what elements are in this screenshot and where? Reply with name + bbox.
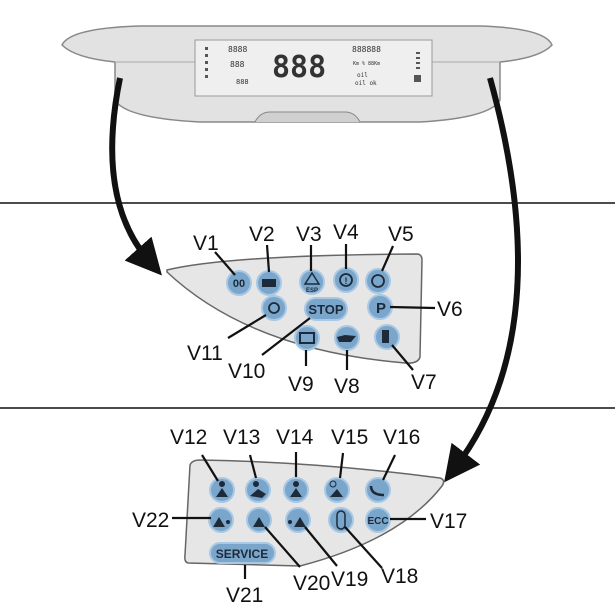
label-v1: V1 bbox=[193, 232, 219, 255]
lcd-display bbox=[194, 39, 433, 97]
label-v3: V3 bbox=[296, 223, 322, 246]
rear-right-seatbelt-icon bbox=[285, 507, 311, 533]
label-v15: V15 bbox=[331, 426, 368, 449]
label-v11: V11 bbox=[187, 342, 223, 365]
abs-icon bbox=[365, 268, 391, 294]
instrument-cluster: 8888 888 888 888 888888 Km % 88Km oil oi… bbox=[61, 25, 553, 123]
label-v14: V14 bbox=[276, 426, 314, 449]
lcd-service-distance: Km % 88Km bbox=[353, 61, 380, 67]
brake-icon: ! bbox=[333, 267, 359, 293]
oil-pressure-icon bbox=[334, 325, 360, 351]
lcd-trip: 8888 bbox=[228, 45, 247, 54]
battery-icon bbox=[294, 325, 320, 351]
leader-lines bbox=[172, 452, 426, 579]
lcd-oil: oil bbox=[357, 72, 368, 79]
label-v6: V6 bbox=[437, 298, 463, 321]
door-open-icon bbox=[328, 507, 354, 533]
label-v13: V13 bbox=[223, 426, 260, 449]
label-v2: V2 bbox=[249, 223, 275, 246]
label-v16: V16 bbox=[383, 426, 420, 449]
label-v7: V7 bbox=[411, 371, 437, 394]
label-v8: V8 bbox=[334, 375, 360, 398]
label-v5: V5 bbox=[388, 223, 414, 246]
service-icon: SERVICE bbox=[209, 542, 276, 564]
lcd-speed-small: 888 bbox=[236, 78, 249, 86]
label-v19: V19 bbox=[331, 568, 368, 591]
seatbelt-icon bbox=[209, 477, 235, 503]
label-v22: V22 bbox=[132, 509, 169, 532]
esp-icon: ESP bbox=[299, 269, 325, 295]
label-v10: V10 bbox=[228, 360, 265, 383]
lower-warning-panel: ECC SERVICE V12 V13 V14 V15 V16 V17 V18 … bbox=[132, 426, 467, 607]
heated-seat-icon bbox=[365, 477, 391, 503]
ecc-text: ECC bbox=[367, 516, 388, 527]
preheat-icon: 00 bbox=[226, 270, 252, 296]
rear-left-seatbelt-icon bbox=[208, 507, 234, 533]
esp-text: ESP bbox=[306, 288, 318, 294]
service-text: SERVICE bbox=[216, 547, 268, 561]
label-v21: V21 bbox=[226, 584, 263, 607]
label-v18: V18 bbox=[381, 565, 418, 588]
passenger-airbag-off-icon bbox=[324, 477, 350, 503]
lcd-clock: 888 bbox=[230, 60, 245, 69]
parking-assist-icon: P bbox=[367, 294, 393, 320]
label-v20: V20 bbox=[293, 572, 330, 595]
airbag-icon bbox=[245, 477, 271, 503]
lcd-main-digits: 888 bbox=[272, 50, 326, 85]
svg-text:00: 00 bbox=[233, 278, 245, 290]
lcd-bar-gauge bbox=[205, 47, 421, 82]
ecc-icon: ECC bbox=[365, 507, 391, 533]
engine-icon bbox=[256, 270, 282, 296]
fuel-icon bbox=[374, 324, 400, 350]
label-v4: V4 bbox=[333, 221, 359, 244]
label-v12: V12 bbox=[170, 426, 207, 449]
label-v17: V17 bbox=[430, 510, 467, 533]
stop-icon: STOP bbox=[304, 297, 348, 321]
arrow-to-lower-panel bbox=[444, 77, 521, 483]
leader-lines bbox=[214, 244, 436, 371]
svg-text:!: ! bbox=[345, 276, 348, 286]
arrow-to-upper-panel bbox=[109, 77, 162, 276]
park-text: P bbox=[376, 300, 386, 317]
passenger-seatbelt-icon bbox=[283, 477, 309, 503]
upper-warning-panel: 00 ESP ! STOP P V1 V2 V3 V4 V5 V6 V7 V8 … bbox=[166, 221, 463, 398]
stop-text: STOP bbox=[308, 302, 343, 317]
steering-icon bbox=[261, 295, 287, 321]
label-v9: V9 bbox=[288, 373, 314, 396]
lcd-oil-ok: oil ok bbox=[355, 80, 377, 87]
lcd-odometer: 888888 bbox=[352, 45, 381, 54]
rear-center-seatbelt-icon bbox=[246, 507, 272, 533]
